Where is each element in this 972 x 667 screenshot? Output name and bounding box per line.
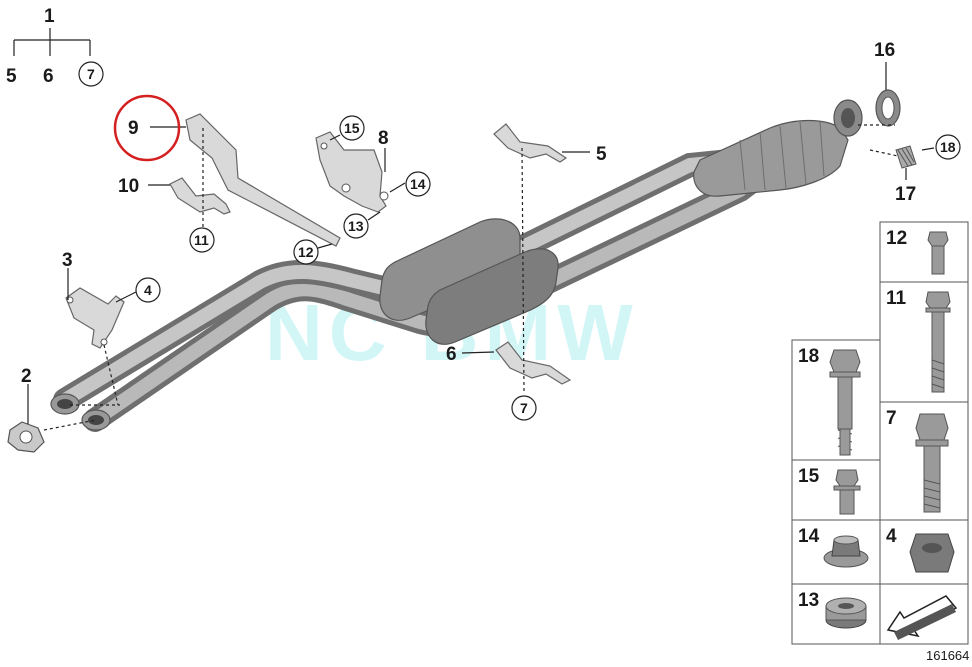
grid-label-11: 11 (886, 288, 907, 309)
exhaust-pipe-assembly (50, 99, 863, 432)
label-13: 13 (348, 218, 364, 234)
resonator-lower (425, 248, 559, 345)
sealing-ring-part-16 (875, 89, 901, 127)
label-6: 6 (446, 344, 457, 365)
spring-part-17 (895, 145, 917, 169)
nut-4 (909, 533, 955, 573)
label-7: 7 (520, 400, 528, 416)
label-14: 14 (410, 176, 426, 192)
grid-label-18: 18 (798, 346, 819, 367)
gasket-part-2 (7, 421, 45, 453)
reference-number: 161664 (926, 648, 969, 663)
direction-arrow-icon (886, 595, 958, 640)
label-1: 1 (44, 6, 55, 27)
grid-label-7: 7 (886, 408, 897, 429)
hanger-bracket-part-5 (493, 123, 568, 163)
label-9: 9 (128, 118, 139, 139)
label-11: 11 (194, 232, 209, 248)
part-labels: 1 5 6 7 9 10 11 15 8 14 13 12 3 4 2 6 7 … (6, 6, 961, 421)
bracket-part-10 (169, 177, 231, 215)
leader-lines (13, 28, 935, 431)
bracket-part-3 (65, 287, 125, 349)
label-10: 10 (118, 176, 139, 197)
bolt-11 (925, 291, 951, 393)
label-5: 5 (596, 144, 607, 165)
hardware-grid: 12 11 18 7 15 14 4 13 (791, 221, 969, 645)
highlight-circle (113, 94, 181, 162)
bracket-part-8 (315, 131, 389, 213)
hanger-bracket-part-6 (495, 341, 572, 385)
grid-label-13: 13 (798, 590, 819, 611)
label-15: 15 (344, 120, 360, 136)
bracket-part-9 (185, 113, 341, 247)
label-3: 3 (62, 250, 73, 271)
grid-label-15: 15 (798, 466, 820, 487)
bolt-7 (915, 413, 949, 513)
label-8: 8 (378, 128, 389, 149)
label-2: 2 (21, 366, 32, 387)
label-6-tree: 6 (43, 66, 54, 87)
label-18: 18 (940, 139, 956, 155)
grid-label-12: 12 (886, 228, 907, 249)
flange-nut-14 (823, 535, 869, 568)
label-4: 4 (144, 282, 152, 298)
grid-label-4: 4 (886, 526, 897, 547)
label-5-tree: 5 (6, 66, 17, 87)
spacer-13 (825, 597, 867, 629)
bolt-12 (927, 231, 949, 275)
bolt-18 (829, 349, 861, 456)
grid-label-14: 14 (798, 526, 820, 547)
label-7-tree: 7 (87, 66, 95, 82)
label-16: 16 (874, 40, 895, 61)
label-17: 17 (895, 184, 916, 205)
bolt-15 (833, 469, 861, 515)
catalytic-converter (693, 119, 849, 197)
label-12: 12 (298, 244, 314, 260)
